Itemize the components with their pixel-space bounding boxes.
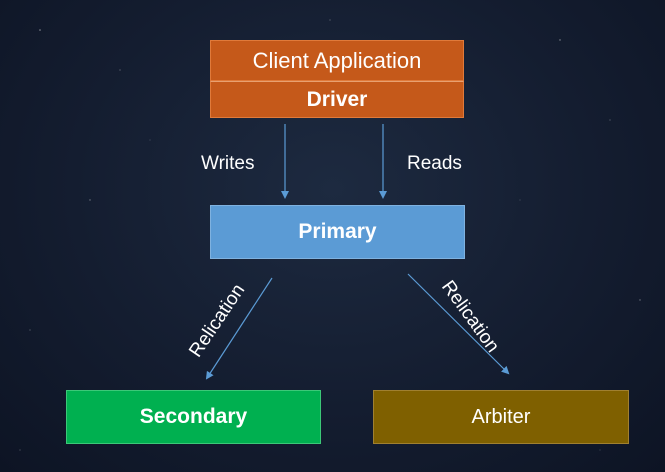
secondary-label: Secondary [139,405,248,428]
client-application-label: Client Application [252,47,422,73]
primary-node: Primary [210,205,465,259]
arbiter-node: Arbiter [373,390,629,444]
reads-label: Reads [407,153,462,174]
arbiter-label: Arbiter [471,405,531,428]
secondary-node: Secondary [66,390,321,444]
replication-left-arrow [205,277,273,380]
driver-label: Driver [306,87,368,111]
primary-label: Primary [298,220,377,243]
driver-node: Driver [210,81,464,118]
client-application-node: Client Application [210,40,464,81]
writes-label: Writes [201,153,255,174]
replication-right-arrow [407,273,510,375]
